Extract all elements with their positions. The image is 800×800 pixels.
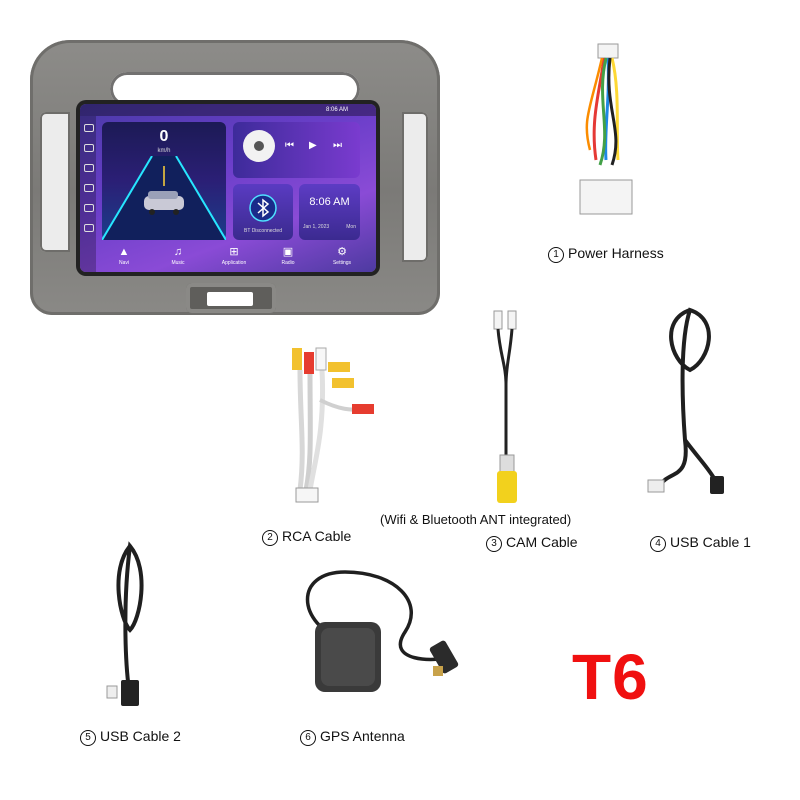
bluetooth-widget[interactable]: BT Disconnected <box>233 184 293 240</box>
clock-widget[interactable]: 8:06 AM Jan 1, 2023 Mon <box>299 184 360 240</box>
dock-item-music[interactable]: ♫ Music <box>150 244 206 266</box>
rca-cable-image <box>292 347 374 503</box>
volume-down-icon[interactable] <box>84 184 94 192</box>
usb-cable-1-image <box>647 307 724 494</box>
radio-icon: ▣ <box>282 246 294 258</box>
status-time: 8:06 AM <box>325 107 348 113</box>
clock-day: Mon <box>346 224 356 230</box>
power-harness-image <box>579 43 633 215</box>
gear-icon: ⚙ <box>337 246 347 258</box>
frame-top-opening <box>110 72 360 106</box>
left-vent-opening <box>40 112 70 252</box>
play-icon[interactable]: ▶ <box>309 140 317 151</box>
music-widget[interactable]: ⏮ ▶ ⏭ <box>233 122 360 178</box>
navigation-icon: ▲ <box>118 246 130 258</box>
back-icon[interactable] <box>84 144 94 152</box>
dock-item-application[interactable]: ⊞ Application <box>206 244 262 266</box>
speed-value: 0 <box>159 128 169 145</box>
dock-item-settings[interactable]: ⚙ Settings <box>314 244 370 266</box>
dock-item-navi[interactable]: ▲ Navi <box>96 244 152 266</box>
clock-date: Jan 1, 2023 <box>303 224 330 230</box>
speed-unit: km/h <box>157 148 171 154</box>
power-icon[interactable] <box>84 224 94 232</box>
side-bar <box>80 116 96 272</box>
music-note-icon: ♫ <box>173 246 183 258</box>
previous-track-icon[interactable]: ⏮ <box>285 140 294 151</box>
speed-widget[interactable]: 0 km/h <box>102 122 226 240</box>
mute-icon[interactable] <box>84 204 94 212</box>
model-badge: T6 <box>572 641 649 713</box>
bt-status: BT Disconnected <box>244 228 282 234</box>
app-dock: ▲ Navi ♫ Music ⊞ Application ▣ Radio ⚙ S… <box>96 242 376 272</box>
home-icon[interactable] <box>84 124 94 132</box>
usb-cable-2-image <box>106 541 144 706</box>
clock-time: 8:06 AM <box>309 196 350 208</box>
dock-item-radio[interactable]: ▣ Radio <box>260 244 316 266</box>
bottom-slot-inner <box>207 292 253 306</box>
volume-icon[interactable] <box>84 164 94 172</box>
road-illustration <box>102 156 226 240</box>
bluetooth-icon <box>249 194 277 222</box>
head-unit-screen: 8:06 AM 0 km/h ⏮ ▶ ⏭ <box>80 104 376 272</box>
grid-icon: ⊞ <box>229 246 239 258</box>
cam-cable-image <box>493 310 517 503</box>
item-3-note: (Wifi & Bluetooth ANT integrated) <box>380 512 572 527</box>
right-vent-opening <box>402 112 428 262</box>
next-track-icon[interactable]: ⏭ <box>333 140 342 151</box>
status-bar: 8:06 AM <box>80 104 376 116</box>
disc-icon <box>243 130 275 162</box>
gps-antenna-image <box>305 570 459 692</box>
